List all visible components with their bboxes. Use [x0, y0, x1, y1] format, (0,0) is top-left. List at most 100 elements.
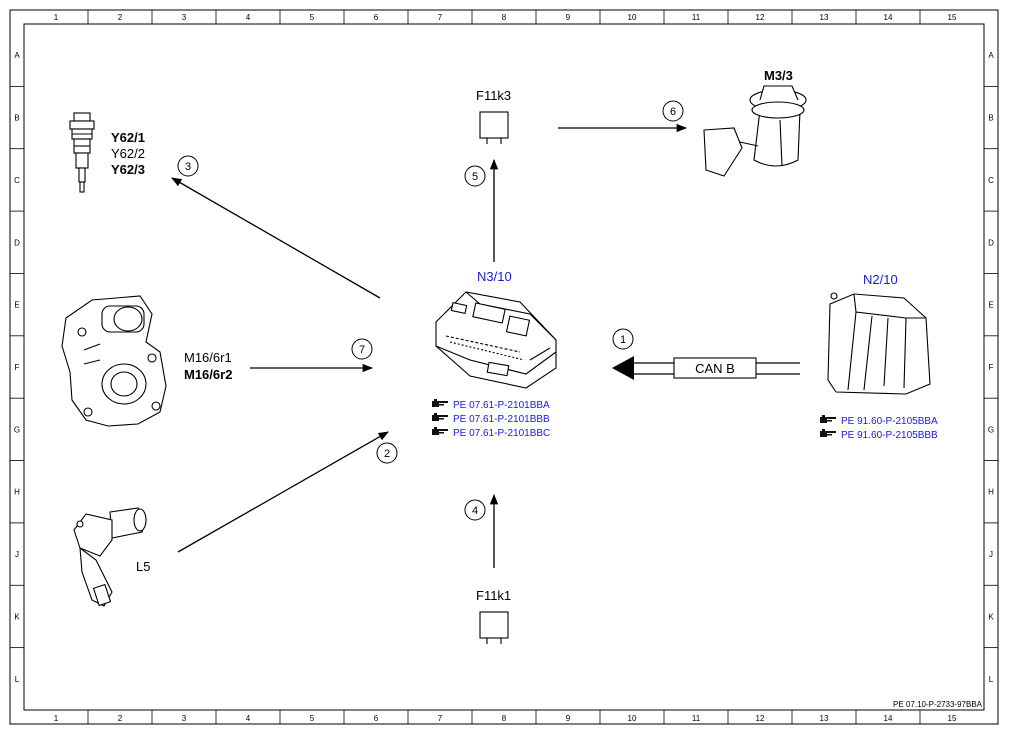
column-label-top: 3: [182, 13, 187, 22]
step-3: 3: [177, 155, 199, 177]
injector-icon: [69, 112, 95, 193]
row-label-right: A: [988, 51, 994, 60]
row-label-right: B: [988, 114, 993, 123]
crank-sensor-icon: [73, 507, 147, 607]
column-label-top: 15: [948, 13, 957, 22]
column-label-top: 4: [246, 13, 251, 22]
column-label-top: 13: [820, 13, 829, 22]
throttle-actuator-icon: [61, 295, 167, 427]
svg-text:3: 3: [185, 161, 191, 173]
column-label-bottom: 12: [756, 714, 765, 723]
row-label-right: C: [988, 176, 994, 185]
ref-link-3[interactable]: PE 07.61-P-2101BBC: [453, 428, 550, 439]
column-label-top: 11: [692, 13, 701, 22]
ref-link-2[interactable]: PE 07.61-P-2101BBB: [453, 414, 550, 425]
column-label-bottom: 7: [438, 714, 443, 723]
can-bus-label: CAN B: [695, 361, 735, 376]
step-7: 7: [351, 338, 373, 360]
row-label-left: L: [15, 675, 20, 684]
column-label-bottom: 1: [54, 714, 59, 723]
ref-link-1[interactable]: PE 07.61-P-2101BBA: [453, 400, 550, 411]
column-ticks: [87, 10, 921, 724]
label-n3-10: N3/10: [477, 269, 512, 284]
column-label-bottom: 4: [246, 714, 251, 723]
column-label-top: 2: [118, 13, 123, 22]
row-label-right: F: [989, 363, 994, 372]
ref-link-4[interactable]: PE 91.60-P-2105BBA: [841, 416, 938, 427]
fuel-pump-icon: [703, 85, 807, 177]
step-1: 1: [612, 328, 634, 350]
row-label-right: L: [989, 675, 994, 684]
row-label-left: C: [14, 176, 20, 185]
column-label-top: 5: [310, 13, 315, 22]
document-id: PE 07.10-P-2733-97BBA: [893, 700, 983, 709]
row-label-left: H: [14, 488, 20, 497]
svg-text:2: 2: [384, 448, 390, 460]
label-m3-3: M3/3: [764, 68, 793, 83]
svg-text:6: 6: [670, 106, 676, 118]
column-label-top: 12: [756, 13, 765, 22]
svg-text:5: 5: [472, 171, 478, 183]
label-m16-6r1: M16/6r1: [184, 350, 232, 365]
row-label-left: F: [15, 363, 20, 372]
inner-frame: [23, 23, 985, 711]
label-m16-6r2: M16/6r2: [184, 367, 232, 382]
label-y62-3: Y62/3: [111, 162, 145, 177]
step-5: 5: [464, 165, 486, 187]
row-label-right: D: [988, 238, 994, 247]
column-label-top: 1: [54, 13, 59, 22]
row-label-right: E: [988, 301, 993, 310]
row-label-left: J: [15, 550, 19, 559]
column-label-bottom: 2: [118, 714, 123, 723]
column-label-bottom: 13: [820, 714, 829, 723]
row-ticks: [10, 85, 998, 649]
row-label-right: J: [989, 550, 993, 559]
column-label-bottom: 10: [628, 714, 637, 723]
can-bus-arrow: CAN B: [612, 356, 800, 380]
column-label-top: 10: [628, 13, 637, 22]
outer-frame: [9, 9, 999, 725]
column-label-bottom: 6: [374, 714, 379, 723]
label-f11k1: F11k1: [476, 588, 511, 603]
relay-icon: [479, 111, 509, 144]
relay-icon: [479, 611, 509, 644]
column-label-top: 7: [438, 13, 443, 22]
label-f11k3: F11k3: [476, 88, 511, 103]
column-label-bottom: 15: [948, 714, 957, 723]
svg-text:1: 1: [620, 334, 626, 346]
row-label-right: K: [988, 612, 994, 621]
column-label-bottom: 9: [566, 714, 571, 723]
column-label-bottom: 14: [884, 714, 893, 723]
step-6: 6: [662, 100, 684, 122]
row-label-left: G: [14, 425, 20, 434]
column-label-bottom: 3: [182, 714, 187, 723]
column-labels: 1122334455667788991010111112121313141415…: [54, 13, 957, 723]
row-label-left: D: [14, 238, 20, 247]
label-y62-2: Y62/2: [111, 146, 145, 161]
label-y62-1: Y62/1: [111, 130, 145, 145]
column-label-bottom: 8: [502, 714, 507, 723]
step-4: 4: [464, 499, 486, 521]
svg-text:7: 7: [359, 344, 365, 356]
label-n2-10: N2/10: [863, 272, 898, 287]
row-label-left: A: [14, 51, 20, 60]
column-label-top: 6: [374, 13, 379, 22]
column-label-bottom: 5: [310, 714, 315, 723]
column-label-top: 9: [566, 13, 571, 22]
refs-n2-10: PE 91.60-P-2105BBA PE 91.60-P-2105BBB: [820, 415, 938, 441]
control-unit-icon: [827, 292, 931, 395]
step-markers: 1 2 3 4 5 6 7: [177, 100, 684, 521]
column-label-top: 8: [502, 13, 507, 22]
column-label-top: 14: [884, 13, 893, 22]
ref-link-5[interactable]: PE 91.60-P-2105BBB: [841, 430, 938, 441]
row-label-left: B: [14, 114, 19, 123]
svg-text:4: 4: [472, 505, 478, 517]
row-label-left: K: [14, 612, 20, 621]
step-2: 2: [376, 442, 398, 464]
row-label-right: H: [988, 488, 994, 497]
column-label-bottom: 11: [692, 714, 701, 723]
row-label-left: E: [14, 301, 19, 310]
control-unit-icon: [435, 291, 557, 389]
